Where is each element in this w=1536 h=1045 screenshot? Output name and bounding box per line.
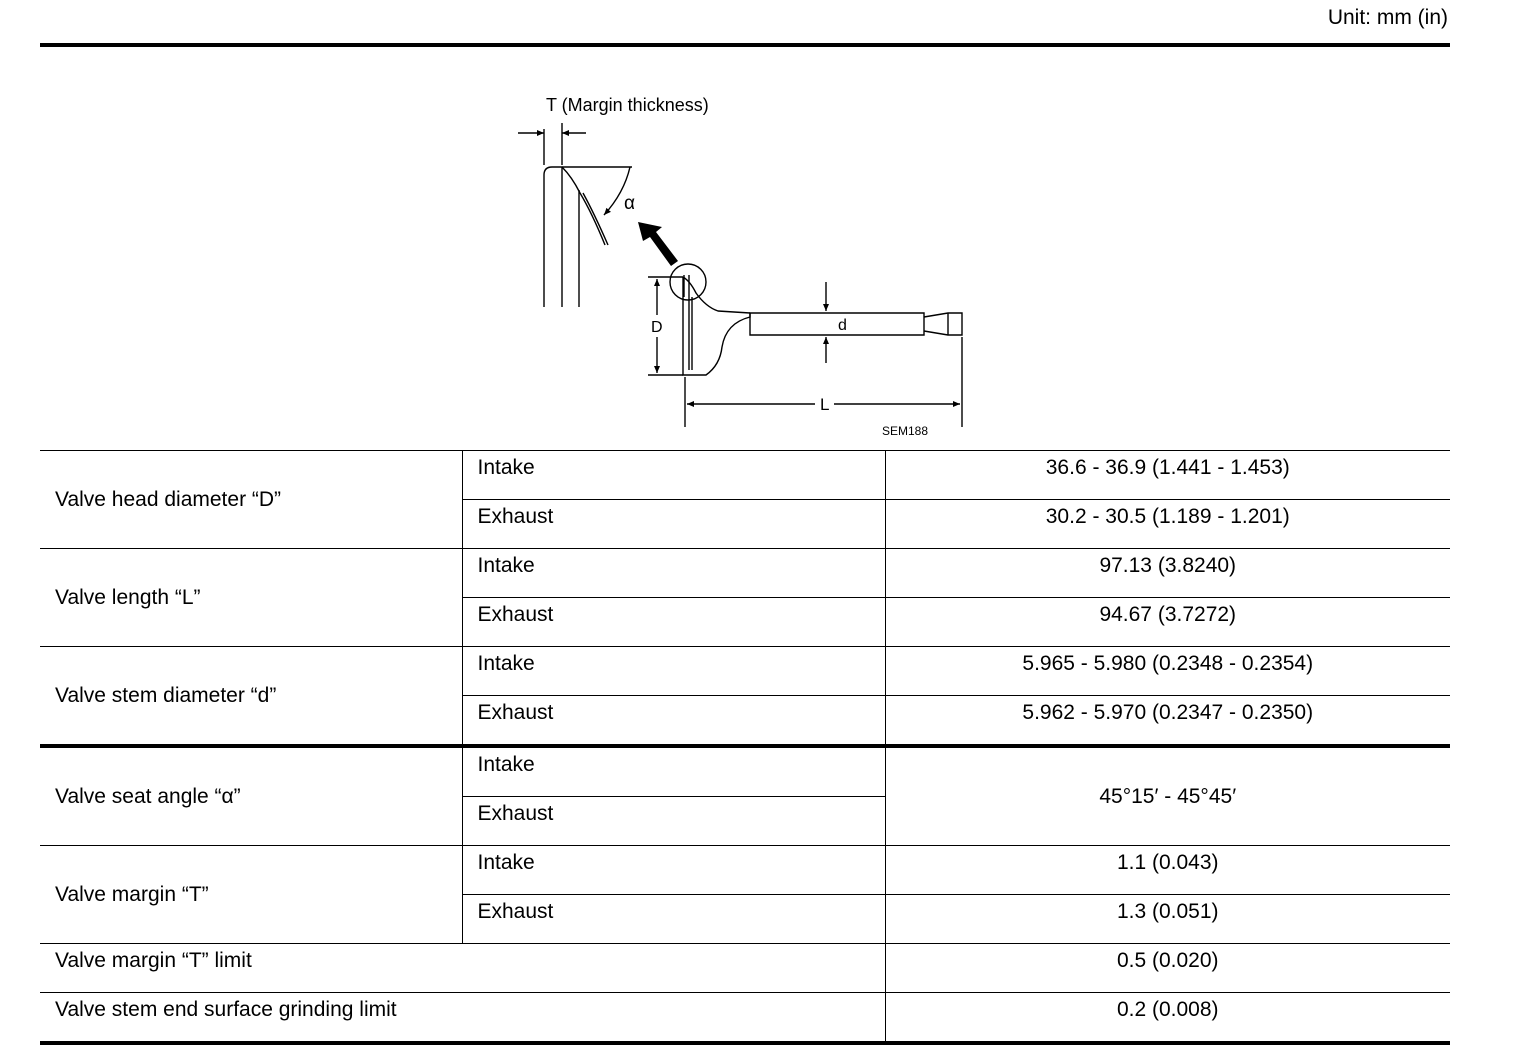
param-cell: Valve seat angle “α” — [40, 744, 463, 846]
d-upper-label: D — [651, 319, 663, 336]
param-cell: Valve head diameter “D” — [40, 450, 463, 549]
table-row: Valve margin “T” limit 0.5 (0.020) — [40, 943, 1450, 993]
param-cell: Valve stem diameter “d” — [40, 646, 463, 747]
unit-label: Unit: mm (in) — [1327, 6, 1448, 29]
alpha-label: α — [624, 193, 635, 214]
length-label: L — [820, 395, 829, 414]
sub-cell: Exhaust — [461, 894, 886, 944]
valve-spec-table: Valve head diameter “D” Intake 36.6 - 36… — [40, 450, 1450, 1045]
value-cell: 5.965 - 5.980 (0.2348 - 0.2354) — [884, 646, 1450, 696]
sub-cell: Intake — [461, 845, 886, 895]
top-rule — [40, 43, 1450, 47]
value-cell: 0.5 (0.020) — [884, 943, 1450, 993]
pointer-arrow-icon — [638, 222, 678, 266]
param-cell: Valve length “L” — [40, 548, 463, 647]
value-cell: 1.1 (0.043) — [884, 845, 1450, 895]
sub-cell: Exhaust — [461, 499, 886, 549]
value-cell: 94.67 (3.7272) — [884, 597, 1450, 647]
table-row: Valve margin “T” Intake 1.1 (0.043) — [40, 845, 1450, 944]
value-cell: 0.2 (0.008) — [884, 992, 1450, 1045]
value-cell: 1.3 (0.051) — [884, 894, 1450, 944]
param-cell: Valve stem end surface grinding limit — [40, 992, 886, 1045]
valve-diagram: T (Margin thickness) α D d L SEM188 — [500, 85, 1000, 445]
param-cell: Valve margin “T” — [40, 845, 463, 944]
value-cell: 36.6 - 36.9 (1.441 - 1.453) — [884, 450, 1450, 500]
value-cell: 30.2 - 30.5 (1.189 - 1.201) — [884, 499, 1450, 549]
table-row: Exhaust 5.962 - 5.970 (0.2347 - 0.2350) — [40, 695, 1450, 747]
value-cell: 45°15′ - 45°45′ — [884, 744, 1450, 846]
margin-thickness-label: T (Margin thickness) — [546, 95, 709, 115]
table-row: Valve head diameter “D” Intake 36.6 - 36… — [40, 450, 1450, 549]
figure-code: SEM188 — [882, 424, 928, 438]
d-lower-label: d — [838, 317, 847, 334]
param-cell: Valve margin “T” limit — [40, 943, 886, 993]
table-row: Exhaust 1.3 (0.051) — [40, 894, 1450, 944]
table-row: Valve stem diameter “d” Intake 5.965 - 5… — [40, 646, 1450, 747]
table-row: Valve seat angle “α” Intake 45°15′ - 45°… — [40, 744, 1450, 846]
sub-cell: Exhaust — [461, 597, 886, 647]
sub-cell: Exhaust — [461, 796, 886, 846]
table-row: Valve length “L” Intake 97.13 (3.8240) — [40, 548, 1450, 647]
sub-cell: Intake — [461, 646, 886, 696]
table-row: Exhaust 30.2 - 30.5 (1.189 - 1.201) — [40, 499, 1450, 549]
table-row: Valve stem end surface grinding limit 0.… — [40, 992, 1450, 1045]
sub-cell: Intake — [461, 548, 886, 598]
sub-cell: Exhaust — [461, 695, 886, 747]
sub-cell: Intake — [461, 450, 886, 500]
sub-cell: Intake — [461, 744, 886, 797]
table-row: Exhaust 94.67 (3.7272) — [40, 597, 1450, 647]
value-cell: 97.13 (3.8240) — [884, 548, 1450, 598]
value-cell: 5.962 - 5.970 (0.2347 - 0.2350) — [884, 695, 1450, 747]
